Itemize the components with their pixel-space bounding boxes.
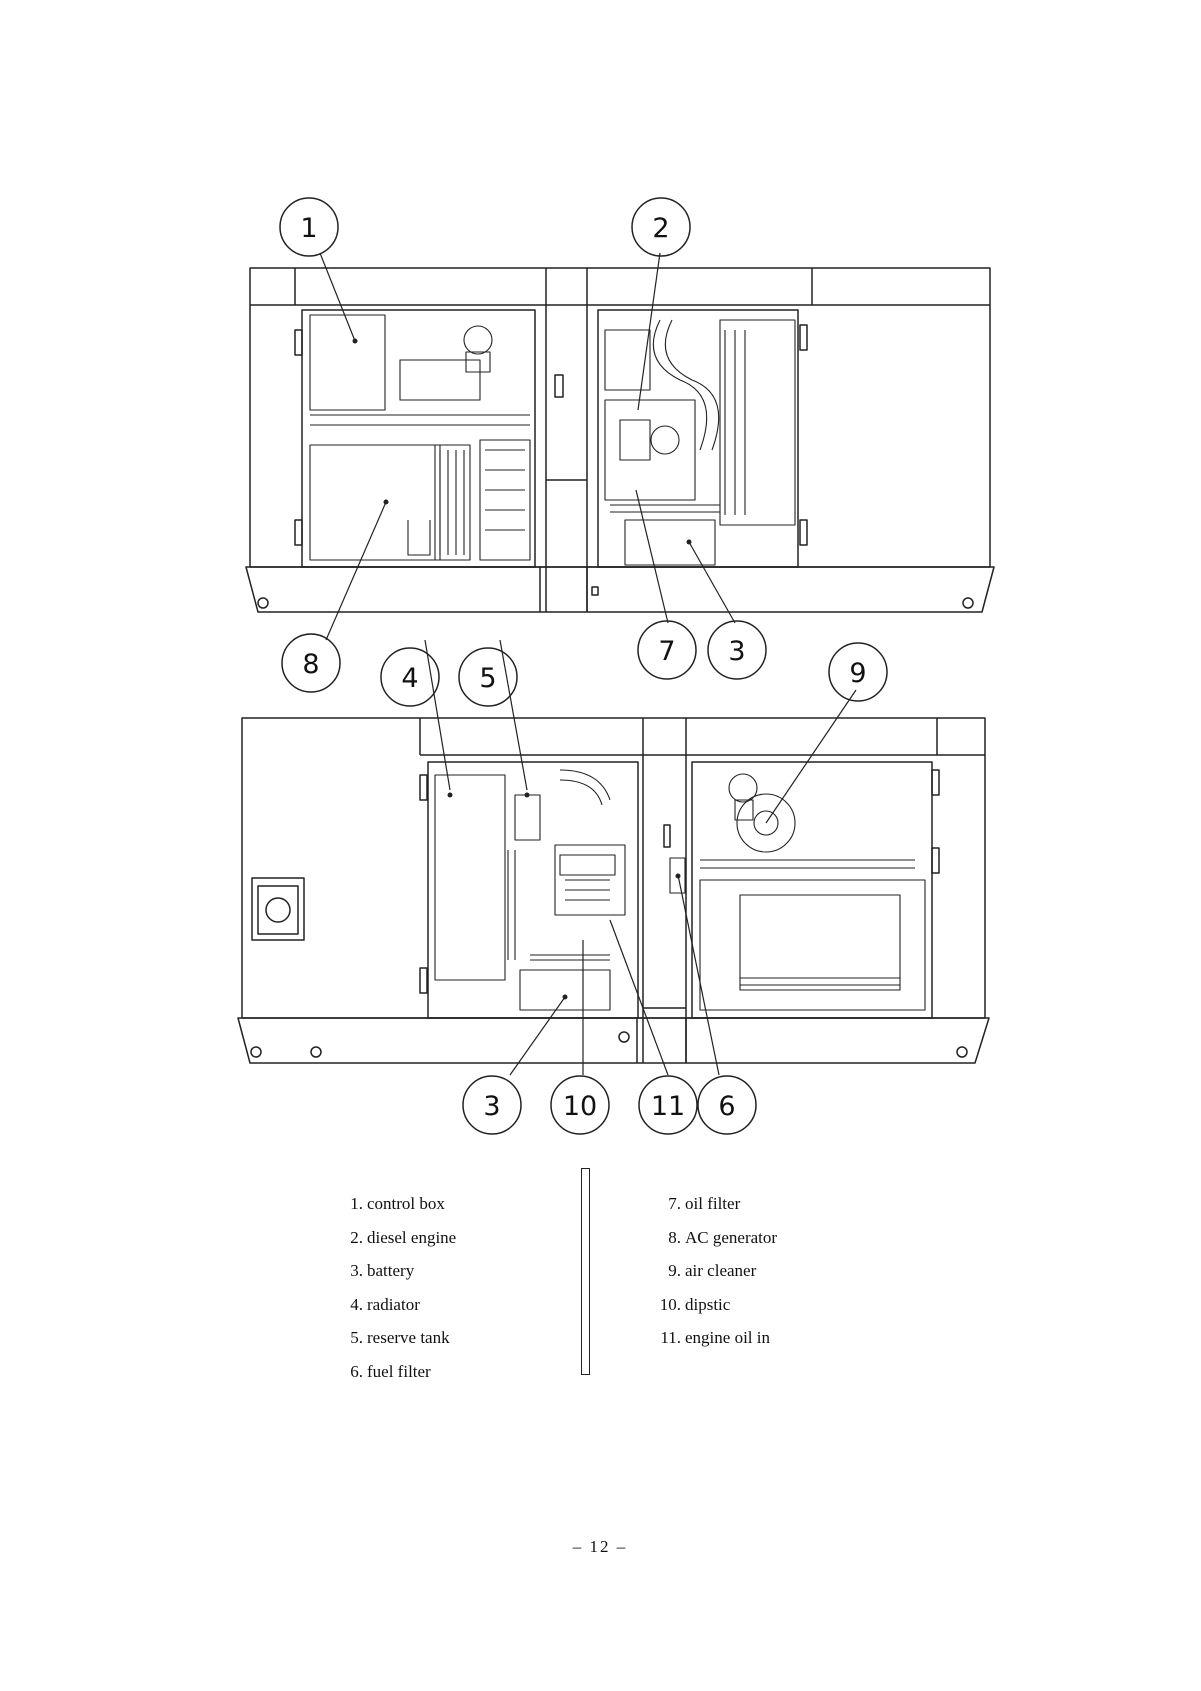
legend-item-air-cleaner: 9.air cleaner bbox=[651, 1254, 777, 1288]
callout-label-9: 9 bbox=[849, 658, 866, 689]
callout-label-3-bottom: 3 bbox=[483, 1091, 500, 1122]
callout-label-3-top: 3 bbox=[728, 636, 745, 667]
legend-item-battery: 3.battery bbox=[333, 1254, 456, 1288]
legend-right-column: 7.oil filter 8.AC generator 9.air cleane… bbox=[651, 1187, 777, 1355]
legend-item-control-box: 1.control box bbox=[333, 1187, 456, 1221]
callout-label-8: 8 bbox=[302, 649, 319, 680]
legend-item-ac-generator: 8.AC generator bbox=[651, 1221, 777, 1255]
callout-8: 8 bbox=[282, 634, 340, 692]
bottom-view-internals bbox=[435, 770, 925, 1010]
callout-7: 7 bbox=[638, 621, 696, 679]
legend-divider bbox=[581, 1168, 590, 1375]
page-number: – 12 – bbox=[530, 1537, 670, 1557]
callout-4: 4 bbox=[381, 648, 439, 706]
legend-item-dipstic: 10.dipstic bbox=[651, 1288, 777, 1322]
legend-item-diesel-engine: 2.diesel engine bbox=[333, 1221, 456, 1255]
callout-6: 6 bbox=[698, 1076, 756, 1134]
callout-label-1: 1 bbox=[300, 213, 317, 244]
callout-9: 9 bbox=[829, 643, 887, 701]
callout-3-bottom: 3 bbox=[463, 1076, 521, 1134]
legend-item-radiator: 4.radiator bbox=[333, 1288, 456, 1322]
callout-3-top: 3 bbox=[708, 621, 766, 679]
legend-item-fuel-filter: 6.fuel filter bbox=[333, 1355, 456, 1389]
callout-label-2: 2 bbox=[652, 213, 669, 244]
legend-item-reserve-tank: 5.reserve tank bbox=[333, 1321, 456, 1355]
callout-1: 1 bbox=[280, 198, 338, 256]
callout-2: 2 bbox=[632, 198, 690, 256]
legend-left-column: 1.control box 2.diesel engine 3.battery … bbox=[333, 1187, 456, 1388]
callout-label-5: 5 bbox=[479, 663, 496, 694]
callout-11: 11 bbox=[639, 1076, 697, 1134]
callout-10: 10 bbox=[551, 1076, 609, 1134]
legend-item-engine-oil-in: 11.engine oil in bbox=[651, 1321, 777, 1355]
top-view-internals bbox=[310, 315, 795, 565]
legend-item-oil-filter: 7.oil filter bbox=[651, 1187, 777, 1221]
callout-label-4: 4 bbox=[401, 663, 418, 694]
callout-label-6: 6 bbox=[718, 1091, 735, 1122]
callout-label-10: 10 bbox=[563, 1091, 597, 1122]
callout-5: 5 bbox=[459, 648, 517, 706]
bottom-view-enclosure bbox=[238, 718, 989, 1063]
callout-label-11: 11 bbox=[651, 1091, 685, 1122]
callout-label-7: 7 bbox=[658, 636, 675, 667]
